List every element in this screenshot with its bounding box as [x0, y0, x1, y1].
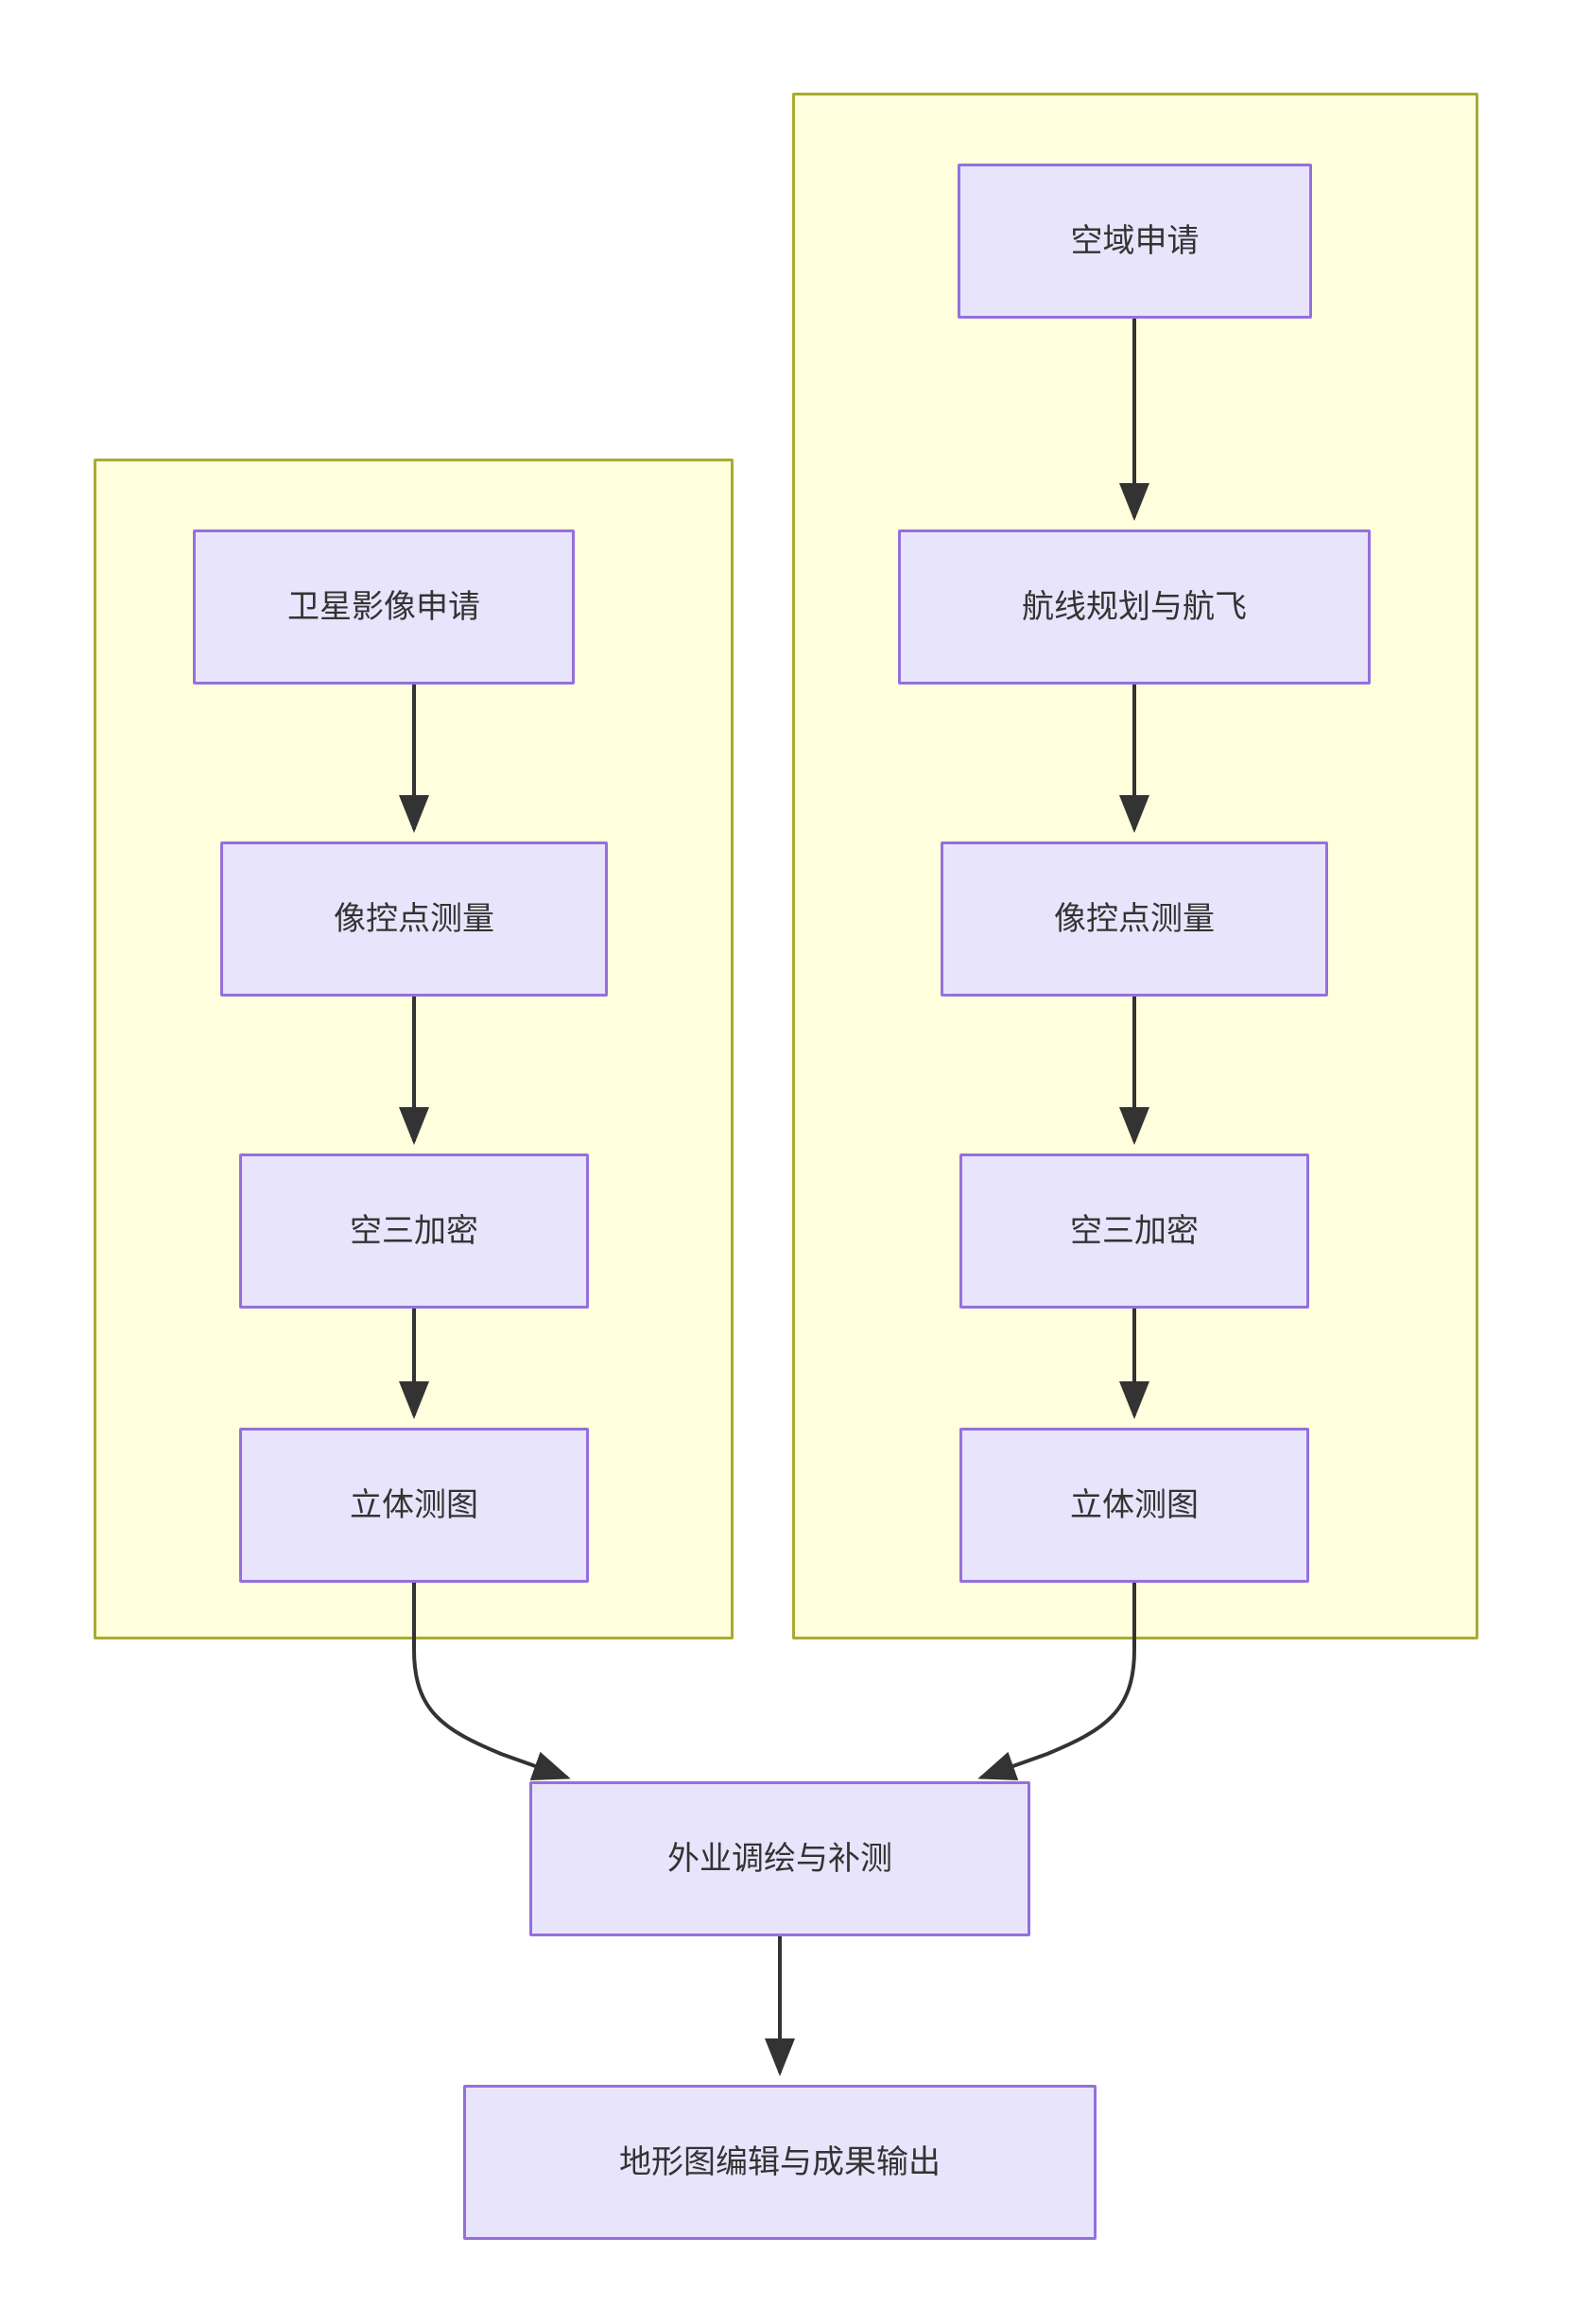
node-label: 卫星影像申请	[287, 588, 480, 625]
node-uav-aerotri[interactable]: 空三加密	[959, 1153, 1309, 1309]
node-label: 像控点测量	[334, 900, 494, 937]
node-uav-gcp[interactable]: 像控点测量	[941, 841, 1328, 997]
node-label: 空域申请	[1070, 222, 1200, 259]
node-sat-request[interactable]: 卫星影像申请	[193, 529, 575, 685]
node-label: 地形图编辑与成果输出	[619, 2143, 941, 2180]
node-label: 像控点测量	[1054, 900, 1215, 937]
node-label: 立体测图	[350, 1486, 478, 1523]
node-label: 空三加密	[1070, 1212, 1199, 1249]
node-sat-stereo[interactable]: 立体测图	[239, 1428, 589, 1583]
node-uav-airspace[interactable]: 空域申请	[958, 164, 1312, 319]
node-uav-route[interactable]: 航线规划与航飞	[898, 529, 1371, 685]
node-label: 航线规划与航飞	[1022, 588, 1247, 625]
node-map-edit-output[interactable]: 地形图编辑与成果输出	[463, 2085, 1097, 2240]
node-label: 外业调绘与补测	[667, 1840, 892, 1877]
node-field-survey[interactable]: 外业调绘与补测	[529, 1781, 1030, 1936]
node-sat-aerotri[interactable]: 空三加密	[239, 1153, 589, 1309]
node-label: 立体测图	[1070, 1486, 1199, 1523]
node-label: 空三加密	[350, 1212, 478, 1249]
node-sat-gcp[interactable]: 像控点测量	[220, 841, 608, 997]
node-uav-stereo[interactable]: 立体测图	[959, 1428, 1309, 1583]
